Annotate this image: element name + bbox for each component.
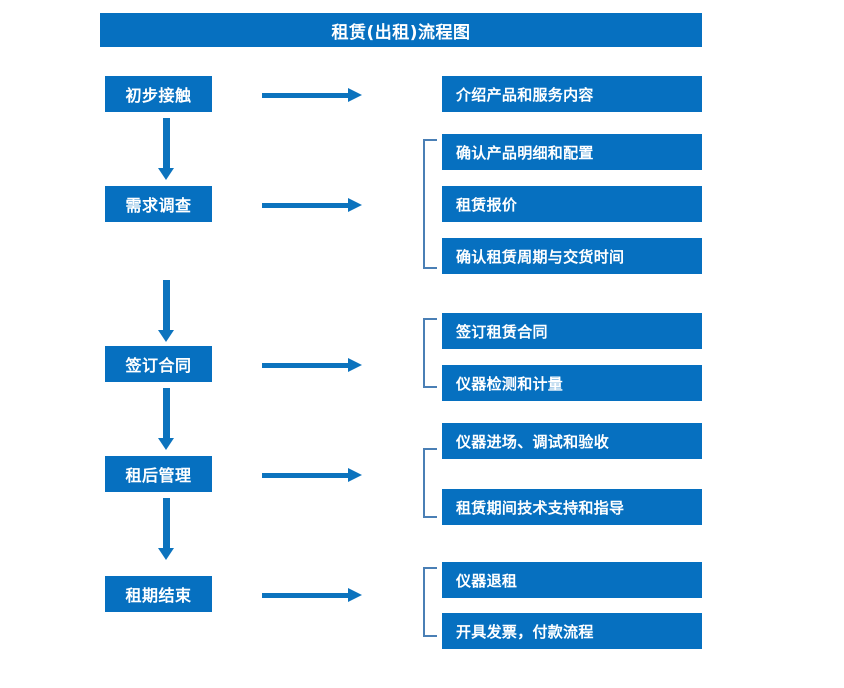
detail-box-1-1[interactable]: 介绍产品和服务内容: [442, 76, 702, 112]
arrow-head: [348, 358, 362, 372]
arrow-head: [348, 588, 362, 602]
arrow-shaft: [262, 363, 350, 368]
arrow-head: [348, 468, 362, 482]
arrow-shaft: [262, 93, 350, 98]
arrow-shaft: [262, 593, 350, 598]
flow-arrow-down-1: [158, 118, 174, 180]
flow-arrow-right-5: [262, 587, 362, 603]
arrow-shaft: [163, 118, 170, 168]
detail-box-4-1[interactable]: 仪器进场、调试和验收: [442, 423, 702, 459]
arrow-head: [158, 330, 174, 342]
group-bracket-5: [423, 567, 437, 637]
stage-box-4[interactable]: 租后管理: [105, 456, 212, 492]
detail-box-2-1[interactable]: 确认产品明细和配置: [442, 134, 702, 170]
detail-box-5-1[interactable]: 仪器退租: [442, 562, 702, 598]
arrow-shaft: [262, 203, 350, 208]
group-bracket-2: [423, 139, 437, 269]
detail-box-2-2[interactable]: 租赁报价: [442, 186, 702, 222]
detail-box-5-2[interactable]: 开具发票，付款流程: [442, 613, 702, 649]
stage-box-1[interactable]: 初步接触: [105, 76, 212, 112]
flow-arrow-down-4: [158, 498, 174, 560]
stage-box-2[interactable]: 需求调查: [105, 186, 212, 222]
arrow-shaft: [262, 473, 350, 478]
arrow-shaft: [163, 280, 170, 330]
group-bracket-3: [423, 318, 437, 388]
arrow-head: [348, 198, 362, 212]
flow-arrow-down-3: [158, 388, 174, 450]
arrow-head: [158, 438, 174, 450]
flow-arrow-right-2: [262, 197, 362, 213]
arrow-head: [158, 548, 174, 560]
stage-box-3[interactable]: 签订合同: [105, 346, 212, 382]
flow-arrow-right-1: [262, 87, 362, 103]
detail-box-2-3[interactable]: 确认租赁周期与交货时间: [442, 238, 702, 274]
flow-arrow-right-4: [262, 467, 362, 483]
arrow-shaft: [163, 498, 170, 548]
flow-arrow-right-3: [262, 357, 362, 373]
arrow-shaft: [163, 388, 170, 438]
group-bracket-4: [423, 448, 437, 518]
stage-box-5[interactable]: 租期结束: [105, 576, 212, 612]
detail-box-3-2[interactable]: 仪器检测和计量: [442, 365, 702, 401]
detail-box-4-2[interactable]: 租赁期间技术支持和指导: [442, 489, 702, 525]
flow-arrow-down-2: [158, 280, 174, 342]
arrow-head: [348, 88, 362, 102]
detail-box-3-1[interactable]: 签订租赁合同: [442, 313, 702, 349]
arrow-head: [158, 168, 174, 180]
chart-title: 租赁(出租)流程图: [100, 13, 702, 47]
